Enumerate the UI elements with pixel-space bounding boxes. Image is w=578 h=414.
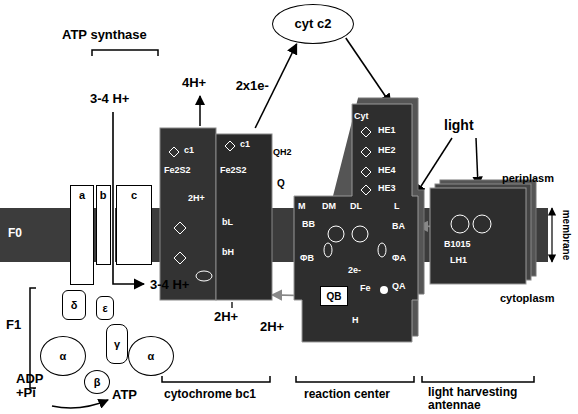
complex-outline xyxy=(160,128,272,300)
node-text: Fe2S2 xyxy=(220,166,247,176)
subunit-box: γ xyxy=(106,324,128,364)
node-text: c xyxy=(131,189,137,201)
atp-synthase-bracket xyxy=(92,50,158,56)
subunit-ellipse: α xyxy=(128,336,174,376)
proton-uptake-arrow xyxy=(231,302,232,308)
light-harvesting-complex: B1015LH1 xyxy=(430,188,526,284)
compartment-label: cytoplasm xyxy=(500,292,554,304)
node-text: α xyxy=(148,350,155,362)
quinone-label: Q xyxy=(277,178,285,189)
proton-label: 2H+ xyxy=(214,310,238,324)
subunit-box: δ xyxy=(62,290,86,320)
node-text: δ xyxy=(71,299,78,311)
complex-name: cytochrome bc1 xyxy=(164,388,256,401)
node-text: ΦA xyxy=(392,254,406,264)
complex-bracket xyxy=(162,376,270,382)
sector-label: F1 xyxy=(6,318,21,332)
node-text: bL xyxy=(222,218,233,228)
node-text: β xyxy=(94,376,101,388)
node-text: BA xyxy=(392,222,405,232)
component-title: ATP synthase xyxy=(62,28,147,42)
sector-label: F0 xyxy=(8,227,22,240)
subunit-box: a xyxy=(70,185,94,285)
node-text: DL xyxy=(350,202,362,212)
reaction-center-complex: CytHE1HE2HE4HE3M DM DL L BB BA ΦB ΦA 2e- Fe QA H QB xyxy=(294,104,418,342)
proton-label: 4H+ xyxy=(182,76,206,90)
substrate-label: ADP +Pi xyxy=(16,372,56,401)
proton-release-arrow xyxy=(199,96,201,126)
complex-outline xyxy=(430,188,526,284)
node-text: QB xyxy=(327,291,342,302)
node-text: HE3 xyxy=(378,184,396,194)
node-text: BB xyxy=(302,220,315,230)
node-text: Fe2S2 xyxy=(164,166,191,176)
node-text: M xyxy=(298,202,306,212)
complex-name: reaction center xyxy=(304,388,390,401)
node-text: cyt c2 xyxy=(295,17,332,31)
subunit-box: b xyxy=(96,185,111,265)
quinone-label: QH2 xyxy=(273,148,292,158)
node-text: a xyxy=(79,189,85,201)
edge-label: 2x1e- xyxy=(235,79,270,93)
node-text: L xyxy=(394,202,400,212)
node-text: b xyxy=(100,189,107,201)
node-text: HE4 xyxy=(378,166,396,176)
node-text: α xyxy=(60,350,67,362)
node-text: ε xyxy=(102,302,107,314)
node-text: Cyt xyxy=(354,112,369,122)
node-text: 2e- xyxy=(348,266,361,276)
compartment-label: membrane xyxy=(561,210,572,261)
subunit-box: ε xyxy=(96,296,114,320)
complex-bracket xyxy=(422,376,534,382)
node-text: H xyxy=(352,316,359,326)
node-text: Fe xyxy=(360,284,371,294)
compartment-label: periplasm xyxy=(502,172,554,184)
node-text: HE1 xyxy=(378,126,396,136)
cytochrome-bc1-complex: c1Fe2S2 c1Fe2S2 2H+ bL bH xyxy=(160,128,272,300)
proton-label: 2H+ xyxy=(260,320,284,334)
phosphorylation-arrow xyxy=(52,400,108,408)
complex-bracket xyxy=(296,376,414,382)
node-text: ΦB xyxy=(300,254,314,264)
node-text: DM xyxy=(322,202,336,212)
node-text: c1 xyxy=(184,146,194,156)
subunit-box: c xyxy=(116,185,152,265)
electron-transfer-arrow xyxy=(346,38,391,104)
node-text: 2H+ xyxy=(188,194,205,204)
subunit-ellipse: α xyxy=(40,336,86,376)
node-text: c1 xyxy=(240,140,250,150)
node-text: HE2 xyxy=(378,146,396,156)
product-label: ATP xyxy=(112,388,137,402)
quinone-site-box: QB xyxy=(320,286,348,306)
node-text: B1015 xyxy=(444,240,471,250)
light-arrow xyxy=(476,138,478,186)
node-text: bH xyxy=(222,248,234,258)
node-text: γ xyxy=(114,338,120,350)
cytochrome-ellipse: cyt c2 xyxy=(272,4,354,44)
node-text: LH1 xyxy=(450,256,467,266)
proton-label: 3-4 H+ xyxy=(150,278,189,292)
membrane-span-arrow xyxy=(551,208,552,262)
light-label: light xyxy=(444,118,474,133)
proton-label: 3-4 H+ xyxy=(90,92,129,106)
complex-name: light harvesting antennae xyxy=(428,386,538,412)
subunit-ellipse: β xyxy=(84,370,110,394)
node-text: QA xyxy=(392,282,406,292)
